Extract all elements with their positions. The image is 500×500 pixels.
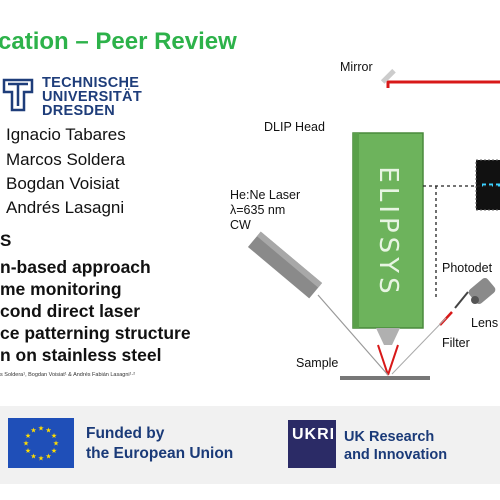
author-name: Bogdan Voisiat — [6, 174, 120, 193]
tu-dresden-wordmark: TECHNISCHE UNIVERSITÄT DRESDEN — [42, 75, 142, 119]
laser-label-line: λ=635 nm — [230, 203, 286, 217]
sample-label: Sample — [296, 356, 339, 370]
eu-star-icon: ★ — [51, 447, 57, 455]
lens-label: Lens — [471, 316, 499, 330]
eu-funding-text: Funded by the European Union — [86, 424, 233, 464]
author-name: Marcos Soldera — [6, 150, 126, 169]
lens-icon — [454, 291, 469, 309]
bullet-item: me monitoring — [0, 279, 122, 299]
eu-flag-icon: ★★★★★★★★★★★★ — [8, 418, 74, 468]
ukri-logo-icon: UKRI — [288, 420, 336, 468]
mirror-icon — [380, 68, 396, 84]
eu-star-icon: ★ — [38, 425, 44, 433]
eu-star-icon: ★ — [23, 440, 29, 448]
photodetector-icon — [468, 278, 496, 304]
ukri-logo-text: UKRI — [292, 426, 336, 443]
author-name: Ignacio Tabares — [6, 125, 126, 144]
logo-line: TECHNISCHE — [42, 75, 140, 91]
eu-line: the European Union — [86, 445, 234, 462]
section-heading: S — [0, 231, 12, 250]
citation: s Soldera¹, Bogdan Voisiat¹ & Andrés Fab… — [0, 372, 136, 378]
sample-plate — [340, 376, 430, 380]
logo-line: UNIVERSITÄT — [42, 89, 142, 105]
bullet-item: ce patterning structure — [0, 323, 191, 343]
laser-beam-top — [386, 80, 500, 88]
signal-path — [423, 185, 500, 300]
laser-label: He:Ne Laser λ=635 nm CW — [230, 188, 300, 233]
eu-star-icon: ★ — [25, 432, 31, 440]
eu-star-icon: ★ — [45, 452, 51, 460]
photodetector-label: Photodet — [442, 261, 493, 275]
logo-line: DRESDEN — [42, 103, 115, 119]
bullet-item: n-based approach — [0, 257, 151, 277]
mirror-label: Mirror — [340, 60, 373, 74]
bullet-item: cond direct laser — [0, 301, 141, 321]
ukri-text: UK Research and Innovation — [344, 428, 447, 464]
probe-beam — [317, 294, 389, 376]
ukri-line: and Innovation — [344, 447, 448, 463]
optics-cone — [376, 328, 400, 345]
author-name: Andrés Lasagni — [6, 198, 125, 217]
laser-label-line: CW — [230, 218, 251, 232]
eu-star-icon: ★ — [30, 452, 36, 460]
eu-star-icon: ★ — [30, 427, 36, 435]
eu-line: Funded by — [86, 425, 165, 442]
eu-star-icon: ★ — [25, 447, 31, 455]
slide-title: cation – Peer Review — [0, 28, 237, 55]
funding-footer — [0, 406, 500, 484]
laser-label-line: He:Ne Laser — [230, 188, 301, 202]
eu-star-icon: ★ — [38, 455, 44, 463]
eu-star-icon: ★ — [45, 427, 51, 435]
laser-beam-down — [377, 344, 399, 376]
tu-dresden-logo-icon — [2, 78, 34, 112]
setup-diagram — [247, 68, 500, 380]
hene-laser-icon — [247, 231, 323, 299]
eu-star-icon: ★ — [51, 432, 57, 440]
ellipsys-brand: ELIPSYS — [360, 145, 416, 320]
eu-star-icon: ★ — [53, 440, 59, 448]
ukri-line: UK Research — [344, 429, 435, 445]
ellipsys-label: ELIPSYS — [373, 166, 403, 298]
bullet-item: n on stainless steel — [0, 345, 162, 365]
filter-label: Filter — [442, 336, 470, 350]
dlip-head-label: DLIP Head — [264, 120, 325, 134]
